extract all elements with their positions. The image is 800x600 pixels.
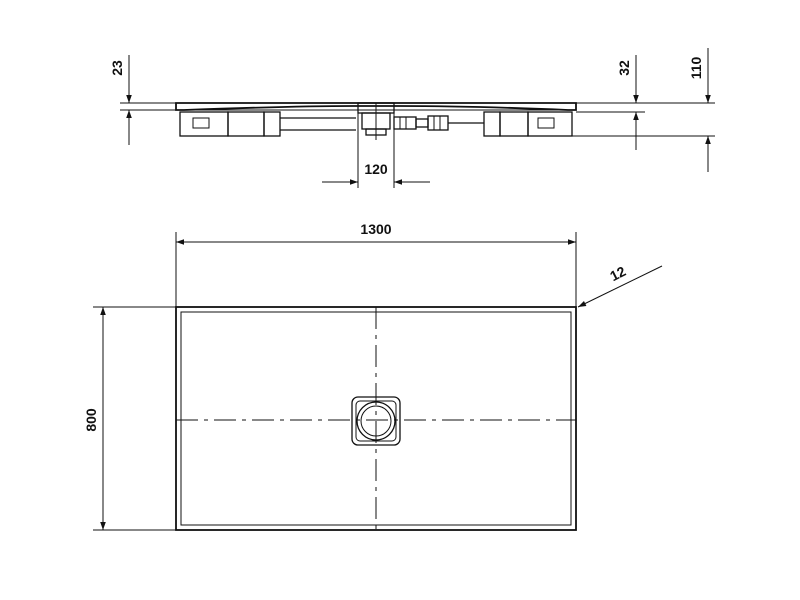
dim-800-label: 800 (83, 408, 99, 432)
dim-23-label: 23 (109, 60, 125, 76)
dim-1300-label: 1300 (360, 221, 391, 237)
dim-120-label: 120 (364, 161, 388, 177)
dim-800: 800 (83, 307, 106, 530)
section-view: 23 32 110 120 (109, 48, 715, 188)
dim-32: 32 (616, 55, 639, 150)
dim-12: 12 (577, 263, 663, 308)
drain-section (357, 102, 395, 140)
dim-12-label: 12 (607, 263, 628, 284)
foot-right-inner (483, 111, 501, 137)
tray-top-surface (175, 102, 577, 111)
dim-23: 23 (109, 55, 132, 145)
channel-left (280, 117, 356, 131)
foot-left-gap (227, 111, 265, 137)
plan-view: 1300 800 12 (83, 221, 663, 531)
foot-left-outer (179, 111, 229, 137)
foot-left-inner (263, 111, 281, 137)
dim-120: 120 (322, 113, 430, 188)
dim-110: 110 (688, 48, 711, 172)
tray-inner-outline (180, 311, 572, 526)
drain-plan (176, 307, 576, 530)
drain-outlet-pipe (393, 115, 484, 131)
foot-right-outer (527, 111, 573, 137)
dim-32-label: 32 (616, 60, 632, 76)
foot-left-outer-void (192, 117, 210, 129)
dim-110-label: 110 (688, 56, 704, 79)
foot-right-outer-void (537, 117, 555, 129)
foot-right-gap (499, 111, 529, 137)
tray-outline (175, 306, 577, 531)
dim-1300: 1300 (176, 221, 576, 245)
